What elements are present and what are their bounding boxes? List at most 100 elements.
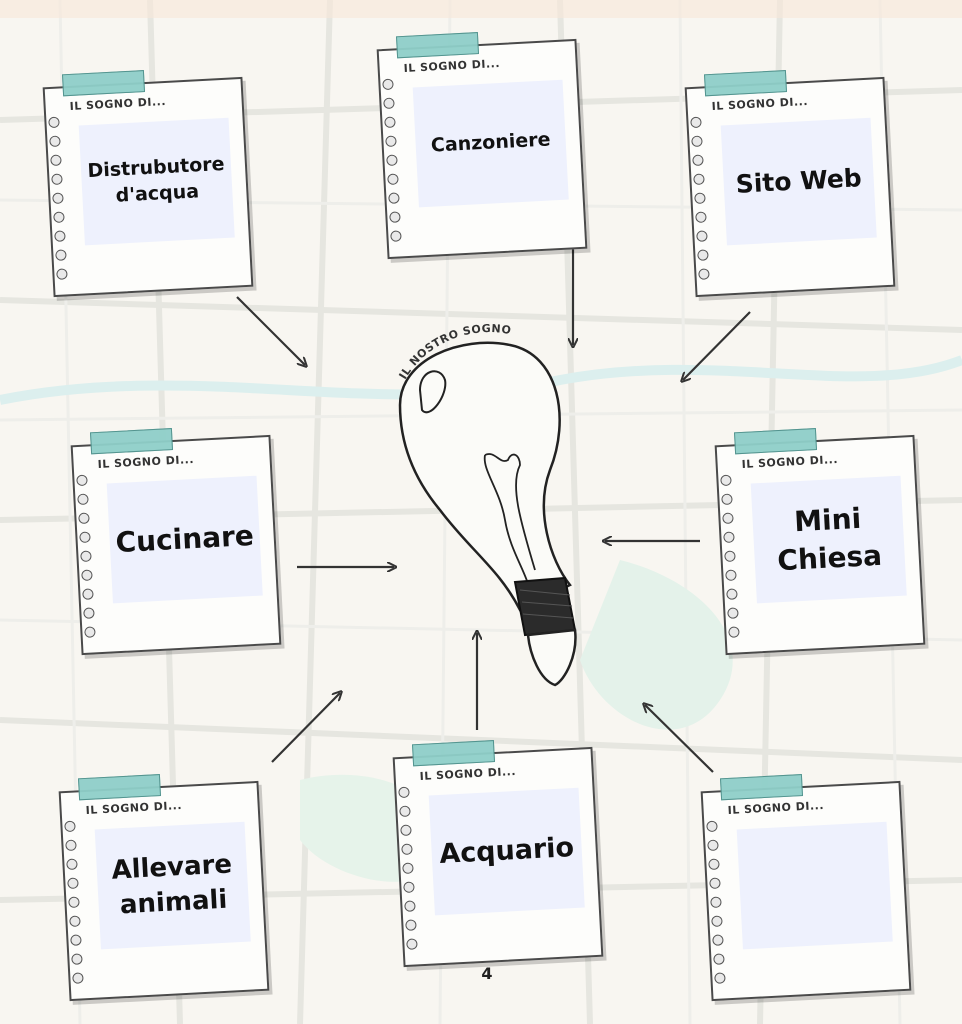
arrow-empty	[645, 705, 714, 773]
spiral-ring-icon	[401, 843, 413, 856]
spiral-ring-icon	[388, 192, 400, 204]
spiral-ring-icon	[721, 493, 733, 506]
spiral-ring-icon	[77, 493, 89, 506]
spiral-ring-icon	[81, 569, 93, 581]
spiral-ring-icon	[399, 805, 411, 818]
spiral-ring-icon	[712, 934, 724, 946]
arrow-allevare	[271, 693, 340, 763]
spiral-ring-icon	[55, 249, 67, 261]
note-label: Allevare animali	[110, 849, 233, 921]
note-label: Acquario	[438, 831, 575, 870]
spiral-ring-icon	[728, 626, 740, 638]
spiral-ring-icon	[405, 919, 417, 931]
spiral-ring-icon	[691, 135, 703, 148]
page-number: 4	[481, 964, 493, 983]
spiral-ring-icon	[65, 839, 77, 852]
spiral-ring-icon	[693, 173, 705, 186]
arrow-distributore	[236, 296, 305, 365]
arrow-sito-web	[683, 311, 751, 380]
spiral-ring-icon	[76, 474, 88, 487]
spiral-ring-icon	[78, 512, 90, 525]
spiral-ring-icon	[698, 268, 710, 280]
note-label: Cucinare	[114, 519, 255, 560]
spiral-ring-icon	[400, 824, 412, 837]
spiral-ring-icon	[50, 154, 62, 167]
spiral-ring-icon	[64, 820, 76, 833]
spiral-ring-icon	[713, 953, 725, 965]
spiral-ring-icon	[720, 474, 732, 487]
spiral-ring-icon	[727, 607, 739, 619]
spiral-ring-icon	[54, 230, 66, 242]
spiral-ring-icon	[723, 531, 735, 544]
spiral-ring-icon	[385, 135, 397, 148]
note-content-box: Distrubutore d'acqua	[78, 117, 235, 246]
spiral-ring-icon	[724, 550, 736, 563]
note-content-box: Cucinare	[106, 475, 263, 604]
spiral-ring-icon	[390, 230, 402, 242]
spiral-ring-icon	[67, 877, 79, 890]
note-label: Canzoniere	[430, 128, 551, 157]
spiral-ring-icon	[72, 972, 84, 984]
spiral-ring-icon	[726, 588, 738, 600]
tape-strip	[89, 428, 174, 455]
spiral-ring-icon	[707, 839, 719, 852]
spiral-ring-icon	[383, 97, 395, 110]
spiral-ring-icon	[725, 569, 737, 581]
spiral-ring-icon	[402, 862, 414, 875]
note-canzoniere: IL SOGNO DI... Canzoniere	[376, 32, 588, 260]
spiral-ring-icon	[83, 607, 95, 619]
note-content-box: Acquario	[428, 787, 585, 916]
note-allevare: IL SOGNO DI... Allevare animali	[58, 774, 270, 1002]
tape-strip	[733, 428, 818, 455]
spiral-ring-icon	[69, 915, 81, 927]
spiral-ring-icon	[696, 230, 708, 242]
spiral-ring-icon	[690, 116, 702, 129]
spiral-ring-icon	[53, 211, 65, 223]
spiral-ring-icon	[71, 953, 83, 965]
spiral-ring-icon	[48, 116, 60, 129]
spiral-ring-icon	[722, 512, 734, 525]
note-content-box: Canzoniere	[412, 79, 569, 208]
note-content-box	[736, 821, 893, 950]
spiral-ring-icon	[706, 820, 718, 833]
spiral-ring-icon	[714, 972, 726, 984]
spiral-ring-icon	[387, 173, 399, 185]
spiral-ring-icon	[56, 268, 68, 280]
spiral-ring-icon	[386, 154, 398, 167]
lightbulb-icon: IL NOSTRO SOGNO	[396, 322, 577, 687]
spiral-ring-icon	[52, 192, 64, 205]
spiral-ring-icon	[708, 858, 720, 871]
note-content-box: Allevare animali	[94, 821, 251, 950]
note-label: Sito Web	[735, 163, 863, 199]
spiral-ring-icon	[84, 626, 96, 638]
spiral-ring-icon	[692, 154, 704, 167]
note-empty: IL SOGNO DI...	[700, 774, 912, 1002]
note-mini-chiesa: IL SOGNO DI... Mini Chiesa	[714, 428, 926, 656]
spiral-ring-icon	[79, 531, 91, 544]
spiral-ring-icon	[406, 938, 418, 950]
spiral-ring-icon	[66, 858, 78, 871]
note-label: Mini Chiesa	[776, 502, 883, 578]
note-acquario: IL SOGNO DI... Acquario	[392, 740, 604, 968]
spiral-ring-icon	[382, 78, 394, 91]
spiral-ring-icon	[711, 915, 723, 927]
spiral-ring-icon	[389, 211, 401, 223]
tape-strip	[411, 740, 496, 767]
spiral-ring-icon	[82, 588, 94, 600]
tape-strip	[395, 32, 480, 59]
tape-strip	[61, 70, 146, 97]
tape-strip	[719, 774, 804, 801]
spiral-ring-icon	[404, 900, 416, 912]
tape-strip	[77, 774, 162, 801]
note-content-box: Mini Chiesa	[750, 475, 907, 604]
spiral-ring-icon	[697, 249, 709, 261]
note-sito-web: IL SOGNO DI... Sito Web	[684, 70, 896, 298]
tape-strip	[703, 70, 788, 97]
spiral-ring-icon	[49, 135, 61, 148]
note-label: Distrubutore d'acqua	[86, 153, 226, 207]
spiral-ring-icon	[710, 896, 722, 909]
spiral-ring-icon	[403, 881, 415, 893]
note-cucinare: IL SOGNO DI... Cucinare	[70, 428, 282, 656]
spiral-ring-icon	[694, 192, 706, 205]
